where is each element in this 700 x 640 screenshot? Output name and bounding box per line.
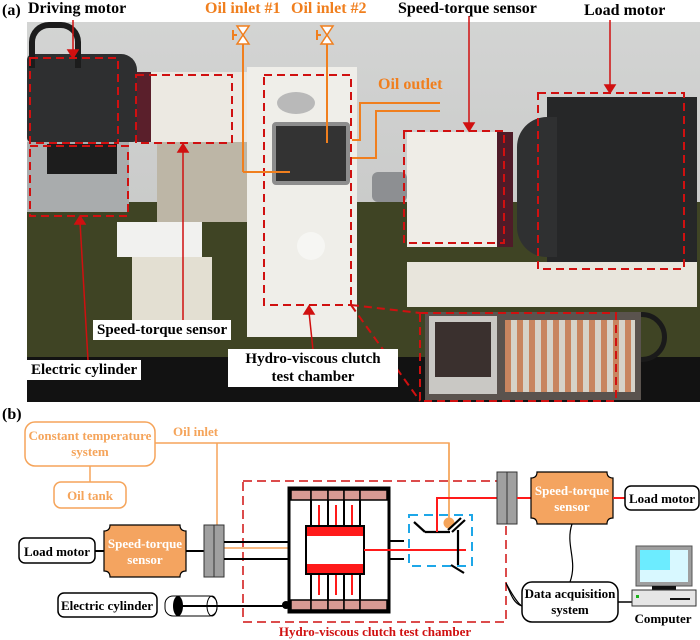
label-speed-torque-sensor-top: Speed-torque sensor	[398, 0, 537, 17]
oil-inlet-label: Oil inlet	[173, 424, 219, 439]
photo-bracket	[117, 222, 202, 257]
bevel-gear-dashed-box	[408, 514, 473, 567]
arrow-speed-torque-top	[462, 122, 476, 133]
oil-tank-label: Oil tank	[67, 488, 114, 503]
left-speed-torque-sensor-box[interactable]	[103, 524, 187, 578]
left-load-motor-label: Load motor	[24, 544, 90, 559]
label-load-motor: Load motor	[584, 2, 666, 19]
box-electric-cylinder	[29, 145, 129, 217]
arrow-load-motor	[603, 84, 617, 95]
valve-icon-1	[235, 25, 251, 37]
box-driving-motor	[29, 57, 119, 144]
label-oil-outlet: Oil outlet	[378, 76, 443, 93]
photo-load-motor	[547, 97, 697, 272]
label-driving-motor: Driving motor	[28, 0, 127, 17]
label-speed-torque-sensor-bottom: Speed-torque sensor	[93, 320, 232, 340]
right-sensor-label-2: sensor	[554, 499, 590, 514]
panel-a-label: (a)	[2, 2, 21, 19]
photo-friction-plates	[505, 320, 635, 392]
right-load-motor-box[interactable]	[624, 485, 700, 511]
box-speed-torque-left	[135, 74, 233, 144]
photo-knob	[297, 232, 325, 260]
panel-a-annotations	[29, 16, 685, 402]
label-electric-cylinder: Electric cylinder	[27, 360, 142, 380]
label-oil-inlet-2: Oil inlet #2	[291, 0, 367, 17]
photo-cap	[277, 92, 315, 114]
arrow-speed-torque-bottom	[176, 142, 190, 153]
photo-window	[272, 122, 350, 185]
label-oil-inlet-1: Oil inlet #1	[205, 0, 281, 17]
chamber-to-daq-cable	[505, 582, 523, 607]
photo-sensor-right	[407, 132, 513, 247]
label-test-chamber-line2: test chamber	[271, 369, 355, 385]
left-sensor-label-1: Speed-torque	[108, 536, 182, 551]
right-sensor-label-1: Speed-torque	[535, 483, 609, 498]
right-coupling-icon	[496, 471, 508, 525]
test-chamber-dashed-box	[242, 480, 507, 623]
box-speed-torque-right	[403, 130, 505, 244]
chamber-caption: Hydro-viscous clutch test chamber	[279, 624, 471, 639]
left-electric-cylinder-box[interactable]	[57, 592, 158, 618]
daq-label-1: Data acquisition	[525, 586, 616, 601]
computer-icon[interactable]	[631, 545, 697, 607]
constant-temperature-label-2: system	[71, 444, 109, 459]
arrow-electric-cylinder	[73, 214, 87, 225]
computer-label: Computer	[634, 611, 691, 626]
valve-icon-2	[319, 25, 335, 37]
arrow-test-chamber	[302, 304, 316, 315]
left-coupling-icon	[203, 524, 215, 578]
label-test-chamber-line1: Hydro-viscous clutch	[245, 351, 381, 367]
electric-cylinder-label: Electric cylinder	[61, 598, 153, 613]
daq-label-2: system	[551, 602, 589, 617]
left-sensor-label-2: sensor	[127, 552, 163, 567]
photo-slide	[157, 142, 257, 222]
box-load-motor	[537, 92, 685, 270]
sensor-to-daq-cable	[569, 523, 574, 583]
box-inset	[419, 312, 617, 402]
photo-cable	[29, 22, 81, 68]
photo-stand	[132, 257, 212, 322]
right-load-motor-label: Load motor	[629, 491, 695, 506]
right-speed-torque-sensor-box[interactable]	[530, 471, 614, 525]
constant-temperature-label-1: Constant temperature	[29, 428, 152, 443]
label-test-chamber: Hydro-viscous clutch test chamber	[228, 349, 398, 387]
photo-inset	[425, 312, 641, 400]
photo-servo	[47, 144, 117, 174]
panel-b-label: (b)	[2, 406, 22, 423]
photo-coupling	[372, 172, 407, 202]
box-test-chamber	[263, 74, 352, 306]
arrow-driving-motor	[66, 49, 80, 60]
bevel-gear-icon	[413, 517, 466, 574]
